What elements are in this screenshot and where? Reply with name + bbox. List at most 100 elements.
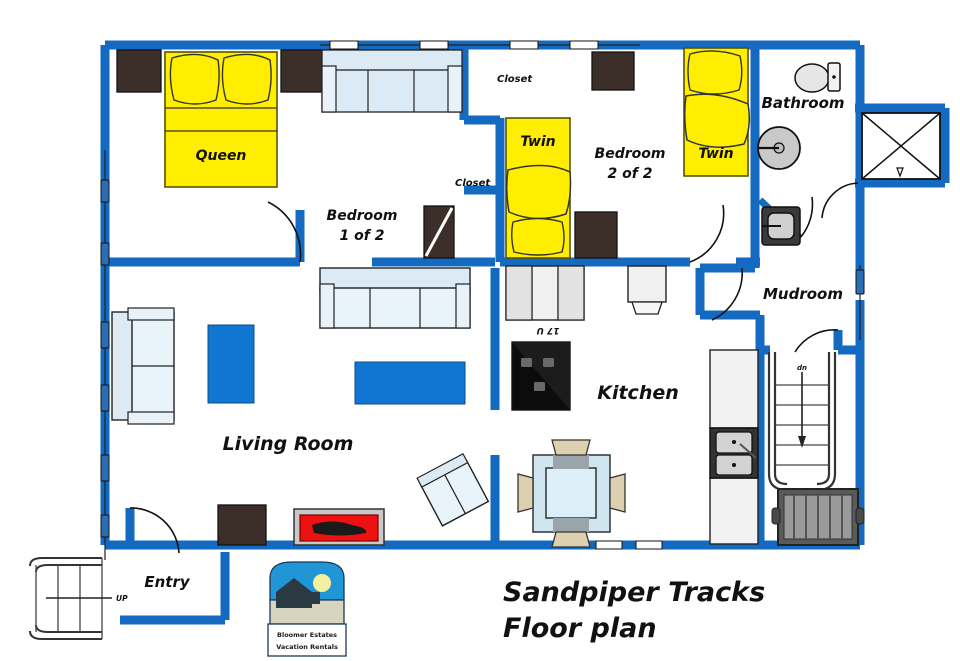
door-entry [129, 507, 180, 554]
window-top-3 [509, 40, 539, 50]
oven-marking-group: 17 U [536, 325, 560, 335]
shower-stall [861, 112, 941, 180]
door-swing-bathroom [799, 196, 814, 239]
twin-left-label: Twin [520, 134, 555, 150]
twin-bed-left: Twin [505, 117, 572, 259]
bedroom2-dresser-bottom [574, 211, 618, 259]
window-bottom-2 [635, 540, 663, 550]
table-inner [545, 467, 597, 519]
shower-x-2 [861, 112, 941, 180]
chair-south [551, 531, 591, 548]
sofa-left [111, 307, 175, 425]
washer-fixture [761, 206, 801, 246]
grill-handle-left [771, 507, 781, 525]
window-marker-right [855, 269, 865, 295]
sofa-center [319, 267, 471, 329]
counter-cell-1 [505, 265, 533, 321]
twin-right-label: Twin [698, 146, 733, 162]
kitchen-sink [709, 427, 759, 479]
bedroom-1-label-line2: 1 of 2 [340, 228, 385, 244]
sofa-top [321, 49, 463, 113]
window-marker-2 [100, 242, 110, 266]
logo-line-2: Vacation Rentals [276, 643, 338, 651]
rug-horizontal [354, 361, 466, 405]
toilet-flush [832, 75, 836, 79]
entry-stairs: UP [29, 557, 128, 640]
nightstand-right [280, 49, 326, 93]
door-shower [821, 182, 859, 219]
tv-console [217, 504, 267, 546]
door-mudroom-stairs [794, 329, 839, 353]
stair-rail-left [773, 352, 788, 486]
queen-pillow-left [169, 53, 220, 105]
sofa-center-back [319, 267, 471, 291]
sofa-top-seat [321, 69, 463, 113]
window-bottom-1 [595, 540, 623, 550]
table-shadow-top [553, 455, 589, 469]
living-room-label: Living Room [223, 433, 354, 455]
window-top-2 [419, 40, 449, 50]
nightstand-left [116, 49, 162, 93]
armchair [416, 452, 490, 527]
twin-bed-right: Twin [683, 47, 751, 177]
queen-bed-label: Queen [196, 148, 247, 164]
bedroom1-dresser [423, 205, 455, 259]
logo-house-wing [312, 592, 320, 604]
sofa-center-arm-right [455, 283, 471, 329]
range-burner-3 [534, 382, 545, 391]
window-marker-4 [100, 384, 110, 412]
sink-faucet [739, 443, 757, 459]
grill-handle-right [855, 507, 865, 525]
mudroom-label: Mudroom [763, 285, 843, 303]
bathroom-sink [757, 126, 801, 170]
stool-base [631, 301, 663, 315]
window-group [100, 40, 865, 560]
entry-rail-top-outer [29, 557, 102, 567]
sofa-center-seat [319, 287, 471, 329]
chair-east [609, 473, 626, 513]
sofa-top-arm-right [447, 65, 463, 113]
sofa-left-arm-top [127, 307, 175, 321]
logo-line-1: Bloomer Estates [277, 631, 337, 639]
dresser-mirror-gleam [424, 207, 454, 257]
fireplace-logs [312, 521, 367, 536]
closet-label-upper: Closet [497, 74, 533, 85]
twin-right-pillow [687, 50, 743, 95]
window-marker-3 [100, 321, 110, 349]
window-marker-1 [100, 179, 110, 203]
logo-moon [313, 574, 331, 592]
stairs-down-label: dn [797, 364, 807, 372]
door-bedroom2 [689, 204, 725, 263]
fireplace [293, 508, 385, 546]
entry-label: Entry [144, 573, 190, 591]
bedroom2-dresser-top [591, 51, 635, 91]
logo-house [276, 578, 312, 608]
toilet-bowl [794, 63, 830, 93]
sofa-center-arm-left [319, 283, 335, 329]
closet-label-lower: Closet [455, 178, 491, 189]
entry-rail-bottom-outer [29, 630, 102, 640]
window-top-4 [569, 40, 599, 50]
stool-body [627, 265, 667, 303]
plan-title-line2: Floor plan [503, 613, 657, 644]
stairs-up-label: UP [116, 594, 128, 603]
table-shadow-bottom [553, 518, 589, 532]
bloomer-estates-logo: Bloomer Estates Vacation Rentals [267, 561, 347, 657]
sink-drain-2 [732, 463, 736, 467]
east-counter-lower [709, 477, 759, 545]
door-bedroom1 [267, 201, 302, 263]
oven-marking-label: 17 U [536, 325, 560, 335]
sink-drain-1 [732, 440, 736, 444]
range-burner-1 [521, 358, 532, 367]
outdoor-grill [771, 488, 865, 546]
queen-bed: Queen [164, 51, 278, 188]
sofa-left-arm-bottom [127, 411, 175, 425]
bedroom-2-label-line1: Bedroom [595, 146, 666, 162]
shower-drain [896, 167, 904, 178]
door-mudroom-north [711, 267, 744, 321]
twin-right-duvet [683, 93, 751, 148]
armchair-div [444, 474, 466, 514]
plan-title-line1: Sandpiper Tracks [503, 577, 765, 608]
